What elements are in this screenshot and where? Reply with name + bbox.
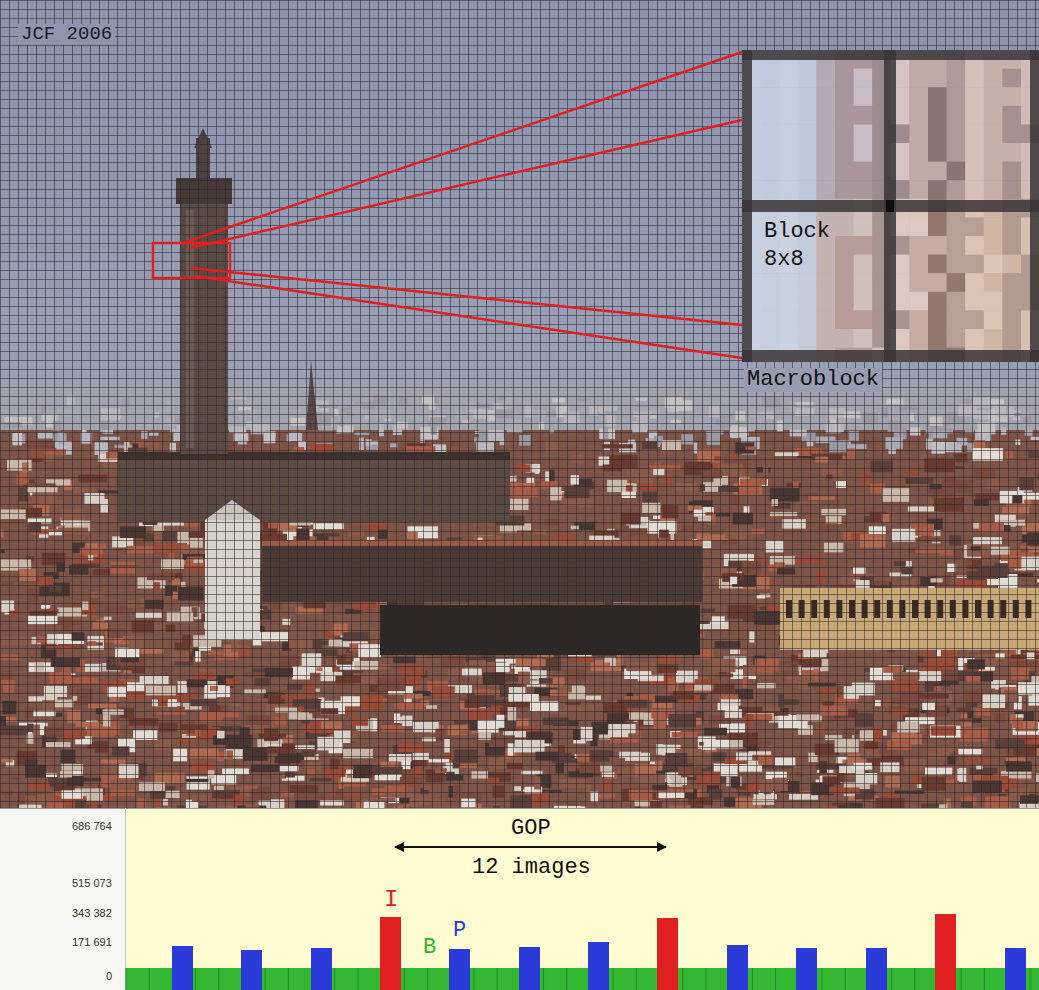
sky	[0, 0, 1039, 808]
